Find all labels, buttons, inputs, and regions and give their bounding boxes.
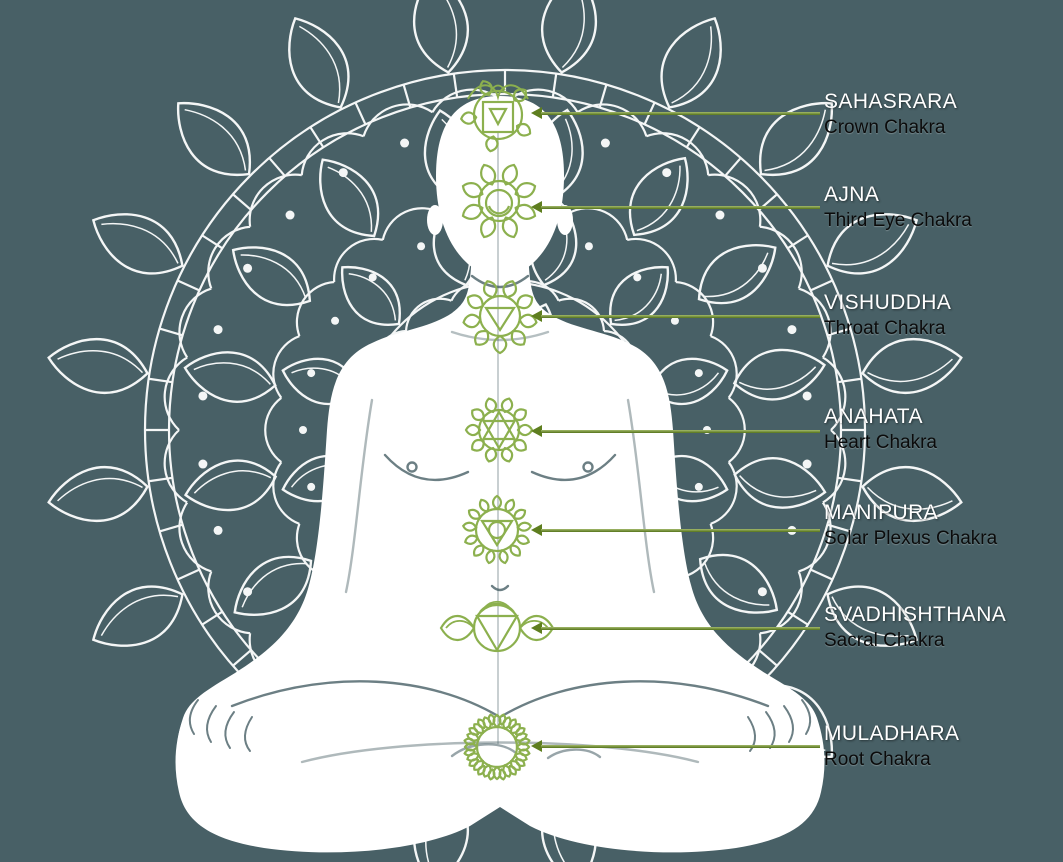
chakra-name: AJNA xyxy=(824,183,880,206)
arrowhead-icon xyxy=(531,523,542,536)
chakra-label-ajna: AJNA Third Eye Chakra xyxy=(824,183,1059,232)
chakra-name: MULADHARA xyxy=(824,722,960,745)
chakra-subtitle: Root Chakra xyxy=(824,749,931,770)
chakra-label-anahata: ANAHATA Heart Chakra xyxy=(824,405,1059,454)
chakra-name: ANAHATA xyxy=(824,405,923,428)
chakra-label-svadhishthana: SVADHISHTHANA Sacral Chakra xyxy=(824,603,1059,652)
chakra-label-manipura: MANIPURA Solar Plexus Chakra xyxy=(824,501,1059,550)
arrowhead-icon xyxy=(531,309,542,322)
arrowhead-icon xyxy=(531,621,542,634)
figure-detail-lines xyxy=(188,274,812,764)
chakra-subtitle: Throat Chakra xyxy=(824,318,946,339)
third-eye-chakra-icon xyxy=(461,163,537,239)
arrowhead-icon xyxy=(531,424,542,437)
chakra-subtitle: Crown Chakra xyxy=(824,117,946,138)
arrowhead-icon xyxy=(531,200,542,213)
throat-chakra-icon xyxy=(462,280,538,355)
heart-chakra-icon xyxy=(464,397,534,463)
arrowhead-icon xyxy=(531,106,542,119)
arrowhead-icon xyxy=(531,739,542,752)
chakra-label-sahasrara: SAHASRARA Crown Chakra xyxy=(824,90,1059,139)
chakra-name: SAHASRARA xyxy=(824,90,958,113)
chakra-name: SVADHISHTHANA xyxy=(824,603,1007,626)
chakra-label-muladhara: MULADHARA Root Chakra xyxy=(824,722,1059,771)
chakra-label-vishuddha: VISHUDDHA Throat Chakra xyxy=(824,291,1059,340)
root-chakra-icon xyxy=(463,713,531,781)
chakra-name: VISHUDDHA xyxy=(824,291,952,314)
crown-chakra-icon xyxy=(459,80,532,153)
chakra-subtitle: Solar Plexus Chakra xyxy=(824,528,998,549)
chakra-name: MANIPURA xyxy=(824,501,939,524)
solar-plexus-chakra-icon xyxy=(461,494,533,565)
chakra-subtitle: Heart Chakra xyxy=(824,432,937,453)
chakra-subtitle: Sacral Chakra xyxy=(824,630,945,651)
chakra-subtitle: Third Eye Chakra xyxy=(824,210,972,231)
